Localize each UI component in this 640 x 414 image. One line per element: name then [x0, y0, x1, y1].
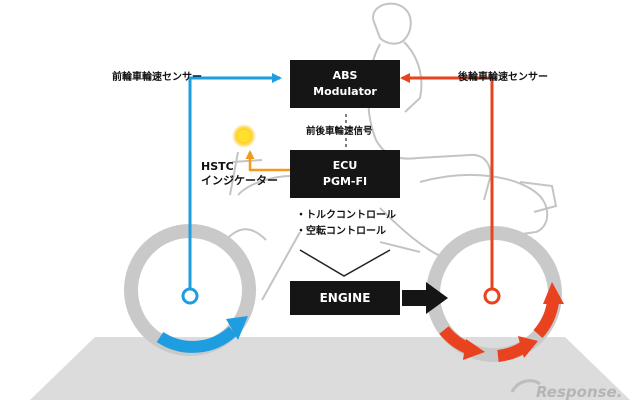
front-sensor-icon: [181, 287, 199, 305]
ecu-subtitle: PGM-FI: [322, 175, 368, 188]
engine-label: ENGINE: [319, 291, 371, 305]
ecu-title: ECU: [332, 159, 358, 172]
front-sensor-connector: [188, 73, 282, 289]
hstc-subtitle: インジケーター: [201, 174, 278, 187]
abs-modulator-box: ABS Modulator: [290, 60, 400, 108]
indicator-bulb-icon: [232, 124, 256, 148]
rear-sensor-label: 後輪車輪速センサー: [458, 72, 548, 83]
engine-output-arrow: [402, 282, 448, 314]
watermark: Response.: [536, 383, 623, 401]
front-sensor-label: 前輪車輪速センサー: [112, 72, 202, 83]
engine-box: ENGINE: [290, 281, 400, 315]
front-wheel-rotation-arrow: [156, 326, 238, 353]
rear-sensor-icon: [483, 287, 501, 305]
watermark-swoosh-icon: [510, 379, 541, 393]
hstc-label: HSTC インジケーター: [201, 160, 278, 188]
slip-control-label: ・空転コントロール: [296, 226, 386, 237]
hstc-indicator-link: [245, 150, 290, 172]
ecu-box: ECU PGM-FI: [290, 150, 400, 198]
abs-title: ABS: [332, 69, 358, 82]
wheel-speed-signal-label: 前後車輪速信号: [306, 126, 373, 137]
front-rotation-arrowhead: [226, 316, 248, 340]
ecu-to-engine-arrow: [299, 249, 391, 277]
abs-subtitle: Modulator: [313, 85, 377, 98]
rear-wheel-rotation-arrows: [439, 282, 564, 362]
hstc-title: HSTC: [201, 160, 234, 173]
rear-sensor-connector: [400, 73, 494, 289]
motorcycle-silhouette: [227, 151, 558, 301]
traction-control-label: ・トルクコントロール: [296, 210, 396, 221]
